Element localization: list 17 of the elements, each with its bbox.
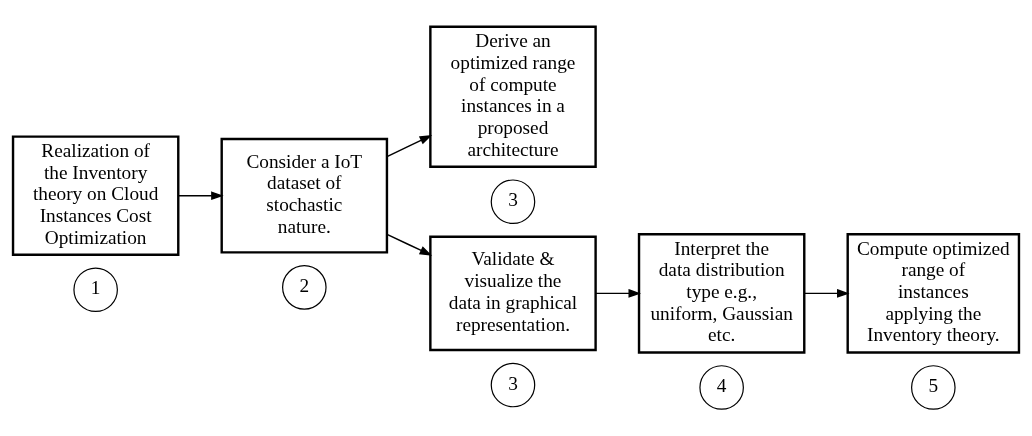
arrow [386, 134, 433, 158]
node-box: Interpret the data distribution type e.g., uniform, Gaussian etc. [637, 233, 806, 354]
arrow [803, 289, 850, 298]
node-circle: 3 [490, 362, 536, 408]
node-circle: 4 [699, 365, 744, 410]
node-box: Consider a IoT dataset of stochastic nature. [220, 137, 389, 254]
node-circle: 1 [73, 267, 118, 313]
node-circle: 5 [911, 365, 956, 410]
node-box: Validate & visualize the data in graphical representation. [429, 235, 597, 352]
node-box: Realization of the Inventory theory on Cloud Instances Cost Optimization [11, 135, 180, 256]
arrow [594, 289, 642, 298]
node-circle: 3 [490, 179, 536, 225]
arrow [386, 233, 433, 256]
node-circle: 2 [282, 265, 327, 310]
node-box: Derive an optimized range of compute instances in a proposed architecture [429, 25, 597, 168]
arrow [177, 191, 224, 201]
node-box: Compute optimized range of instances applying the Inventory theory. [846, 233, 1021, 354]
